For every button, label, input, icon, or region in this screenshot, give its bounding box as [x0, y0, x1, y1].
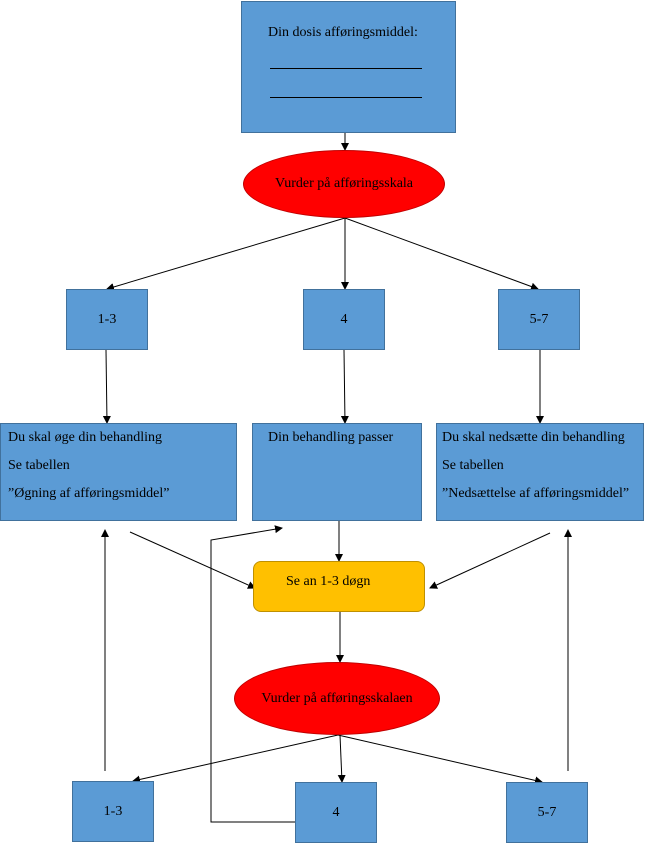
wait-box: Se an 1-3 døgn [253, 561, 425, 612]
assess-scale-oval-2: Vurder på afføringsskalaen [234, 662, 440, 735]
arrow-assess2-to-low [132, 734, 339, 784]
arrow-assess2-to-high [337, 734, 543, 785]
arrow-low-to-increase [102, 349, 111, 424]
score-box-mid-2: 4 [295, 782, 377, 843]
score-high-label: 5-7 [529, 311, 549, 327]
increase-line-2: Se tabellen [8, 458, 70, 473]
dose-blank-line-2 [270, 97, 422, 98]
score-mid-label: 4 [340, 311, 348, 327]
score-low-label: 1-3 [97, 311, 117, 327]
score-low-label-2: 1-3 [103, 803, 123, 819]
dose-blank-line-1 [270, 68, 422, 69]
dose-box: Din dosis afføringsmiddel: [241, 1, 456, 133]
increase-treatment-box: Du skal øge din behandling Se tabellen ”… [0, 423, 237, 521]
increase-line-1: Du skal øge din behandling [8, 430, 162, 445]
arrow-decrease-to-wait [429, 532, 551, 589]
decrease-line-2: Se tabellen [442, 458, 504, 473]
dose-box-title: Din dosis afføringsmiddel: [268, 25, 418, 40]
score-box-mid: 4 [303, 289, 385, 350]
arrow-assess1-to-high [344, 217, 539, 291]
arrow-assess1-to-low [106, 217, 346, 291]
wait-label: Se an 1-3 døgn [286, 574, 371, 589]
assess-scale-label-2: Vurder på afføringsskalaen [261, 690, 413, 706]
treatment-ok-box: Din behandling passer [252, 423, 422, 521]
score-box-low-2: 1-3 [72, 781, 154, 842]
arrow-increase-to-wait [129, 531, 256, 589]
decrease-line-3: ”Nedsættelse af afføringsmiddel” [442, 486, 630, 501]
score-box-high: 5-7 [498, 289, 580, 350]
assess-scale-oval: Vurder på afføringsskala [243, 150, 445, 218]
arrow-mid-to-ok [340, 349, 349, 424]
score-high-label-2: 5-7 [537, 804, 557, 820]
decrease-treatment-box: Du skal nedsætte din behandling Se tabel… [436, 423, 644, 521]
arrow-assess2-to-mid [337, 734, 346, 783]
score-mid-label-2: 4 [332, 804, 340, 820]
ok-line-1: Din behandling passer [268, 430, 394, 445]
increase-line-3: ”Øgning af afføringsmiddel” [8, 486, 170, 501]
decrease-line-1: Du skal nedsætte din behandling [442, 430, 625, 445]
assess-scale-label: Vurder på afføringsskala [274, 176, 414, 191]
score-box-low: 1-3 [66, 289, 148, 350]
arrow-mid2-to-ok [210, 525, 295, 823]
score-box-high-2: 5-7 [506, 782, 588, 843]
